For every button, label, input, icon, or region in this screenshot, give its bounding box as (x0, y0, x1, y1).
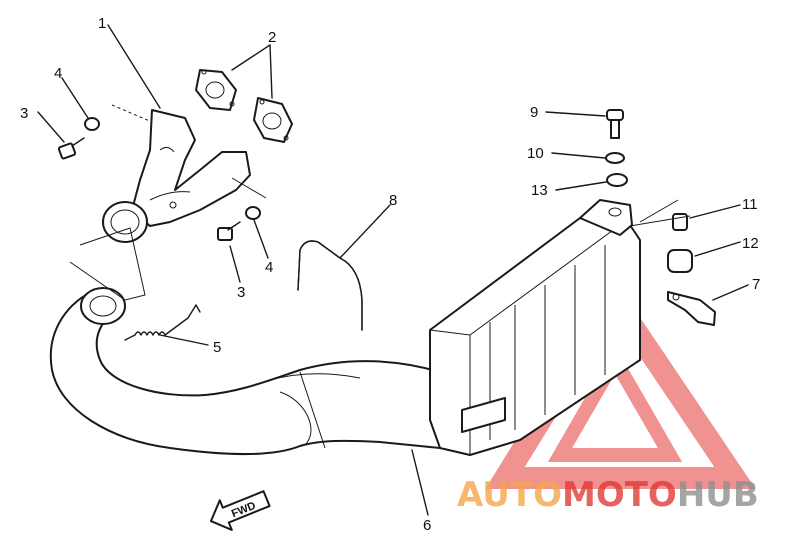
fwd-direction-arrow: FWD (209, 490, 271, 531)
callout-11: 11 (742, 196, 758, 213)
washer-part-10 (605, 152, 625, 164)
washer-part-4-upper (84, 117, 100, 131)
callout-8: 8 (389, 192, 397, 209)
watermark-automotohub: AUTOMOTOHUB (457, 475, 759, 515)
callout-4-lower: 4 (265, 259, 273, 276)
bolt-part-3-upper (57, 137, 85, 160)
callout-13: 13 (531, 182, 548, 199)
callout-1: 1 (98, 15, 106, 32)
exhaust-pipe-part-6 (49, 287, 441, 456)
callout-numbers: 1 2 3 4 4 3 5 8 9 10 13 11 12 7 6 (20, 15, 760, 534)
hose-part-8 (297, 240, 363, 331)
damper-part-13 (606, 173, 628, 187)
callout-3-lower: 3 (237, 284, 245, 301)
gasket-part-2-lower (253, 97, 293, 143)
callout-6: 6 (423, 517, 431, 534)
bracket-part-7 (667, 291, 716, 326)
bolt-part-9 (606, 109, 624, 139)
callout-4-upper: 4 (54, 65, 62, 82)
damper-part-12 (667, 249, 693, 273)
callout-9: 9 (530, 104, 538, 121)
muffler-body (429, 199, 641, 456)
washer-part-4-lower (245, 206, 261, 220)
callout-3-upper: 3 (20, 105, 28, 122)
callout-2: 2 (268, 29, 276, 46)
callout-10: 10 (527, 145, 544, 162)
bolt-part-3-lower (217, 221, 241, 241)
callout-12: 12 (742, 235, 759, 252)
spring-part-5 (124, 304, 201, 341)
callout-leader-lines (37, 24, 749, 516)
watermark-hub: HUB (677, 475, 759, 515)
gasket-part-2-upper (195, 69, 237, 111)
callout-5: 5 (213, 339, 221, 356)
watermark-auto: AUTO (457, 475, 562, 515)
svg-text:AUTOMOTOHUB: AUTOMOTOHUB (457, 475, 759, 515)
exhaust-manifold-part-1 (102, 109, 251, 243)
watermark-moto: MOTO (562, 475, 677, 515)
callout-7: 7 (752, 276, 760, 293)
